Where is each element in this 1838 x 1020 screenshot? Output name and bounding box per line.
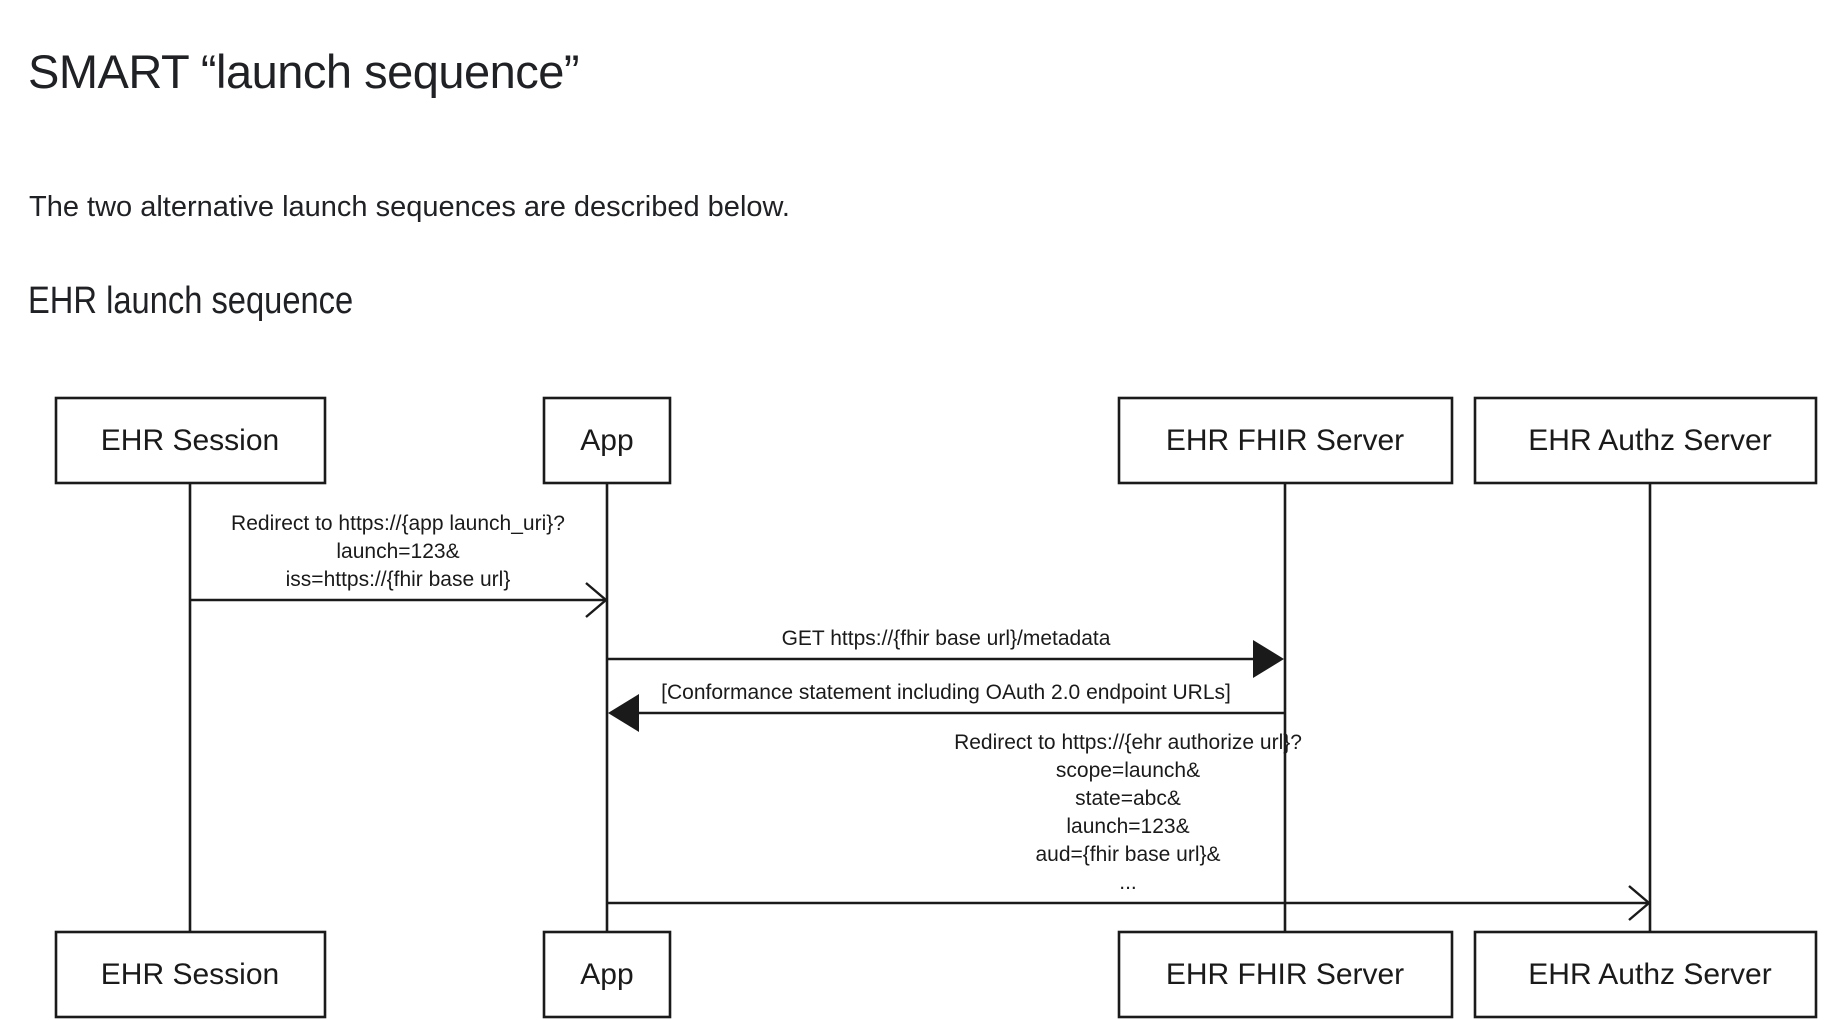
participant-box-ehr-authz-server-top: EHR Authz Server <box>1473 396 1818 485</box>
section-heading-ehr-launch-sequence: EHR launch sequence <box>28 279 354 322</box>
participant-box-app-top: App <box>542 396 672 485</box>
message-conformance-statement: [Conformance statement including OAuth 2… <box>608 681 1285 732</box>
participant-box-ehr-session-top: EHR Session <box>54 396 327 485</box>
message-4-line-6: ... <box>1119 871 1137 894</box>
participant-box-ehr-fhir-server-top: EHR FHIR Server <box>1117 396 1454 485</box>
participant-box-ehr-session-bottom: EHR Session <box>54 930 327 1019</box>
message-1-line-2: launch=123& <box>336 540 459 563</box>
message-4-line-3: state=abc& <box>1075 787 1181 810</box>
message-redirect-launch-uri: Redirect to https://{app launch_uri}? la… <box>190 512 608 618</box>
intro-paragraph: The two alternative launch sequences are… <box>29 191 790 223</box>
page-title: SMART “launch sequence” <box>28 45 580 99</box>
participant-box-ehr-authz-server-bottom: EHR Authz Server <box>1473 930 1818 1019</box>
participant-boxes-top: EHR Session App EHR FHIR Server EHR Auth… <box>54 396 1818 485</box>
message-3-line-1: [Conformance statement including OAuth 2… <box>661 681 1231 704</box>
participant-label-ehr-fhir-server-top: EHR FHIR Server <box>1166 424 1404 457</box>
participant-label-ehr-authz-server-top: EHR Authz Server <box>1528 424 1771 457</box>
message-2-line-1: GET https://{fhir base url}/metadata <box>782 627 1111 650</box>
message-redirect-authorize: Redirect to https://{ehr authorize url}?… <box>607 731 1651 921</box>
participant-label-ehr-authz-server-bottom: EHR Authz Server <box>1528 958 1771 991</box>
message-2-arrowhead-solid <box>1253 640 1284 678</box>
participant-label-ehr-session-top: EHR Session <box>101 424 279 457</box>
lifelines <box>188 483 1652 932</box>
message-4-line-5: aud={fhir base url}& <box>1035 843 1220 866</box>
participant-label-ehr-fhir-server-bottom: EHR FHIR Server <box>1166 958 1404 991</box>
participant-label-app-top: App <box>580 424 633 457</box>
message-4-arrowhead-open <box>1628 885 1651 921</box>
message-4-line-2: scope=launch& <box>1056 759 1200 782</box>
message-get-metadata: GET https://{fhir base url}/metadata <box>607 627 1284 678</box>
participant-box-ehr-fhir-server-bottom: EHR FHIR Server <box>1117 930 1454 1019</box>
message-1-arrowhead-open <box>585 582 608 618</box>
participant-boxes-bottom: EHR Session App EHR FHIR Server EHR Auth… <box>54 930 1818 1019</box>
message-1-line-3: iss=https://{fhir base url} <box>286 568 511 591</box>
participant-box-app-bottom: App <box>542 930 672 1019</box>
participant-label-app-bottom: App <box>580 958 633 991</box>
message-3-arrowhead-solid <box>608 694 639 732</box>
message-4-line-4: launch=123& <box>1066 815 1189 838</box>
message-4-line-1: Redirect to https://{ehr authorize url}? <box>954 731 1302 754</box>
message-1-line-1: Redirect to https://{app launch_uri}? <box>231 512 565 535</box>
participant-label-ehr-session-bottom: EHR Session <box>101 958 279 991</box>
